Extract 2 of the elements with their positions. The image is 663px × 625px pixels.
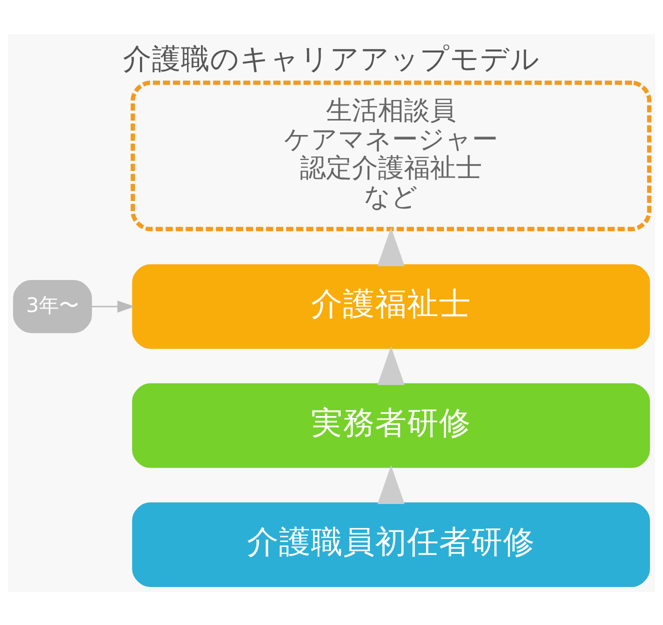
diagram-title: 介護職のキャリアアップモデル	[123, 40, 540, 75]
node-label: 3年〜	[26, 292, 79, 316]
